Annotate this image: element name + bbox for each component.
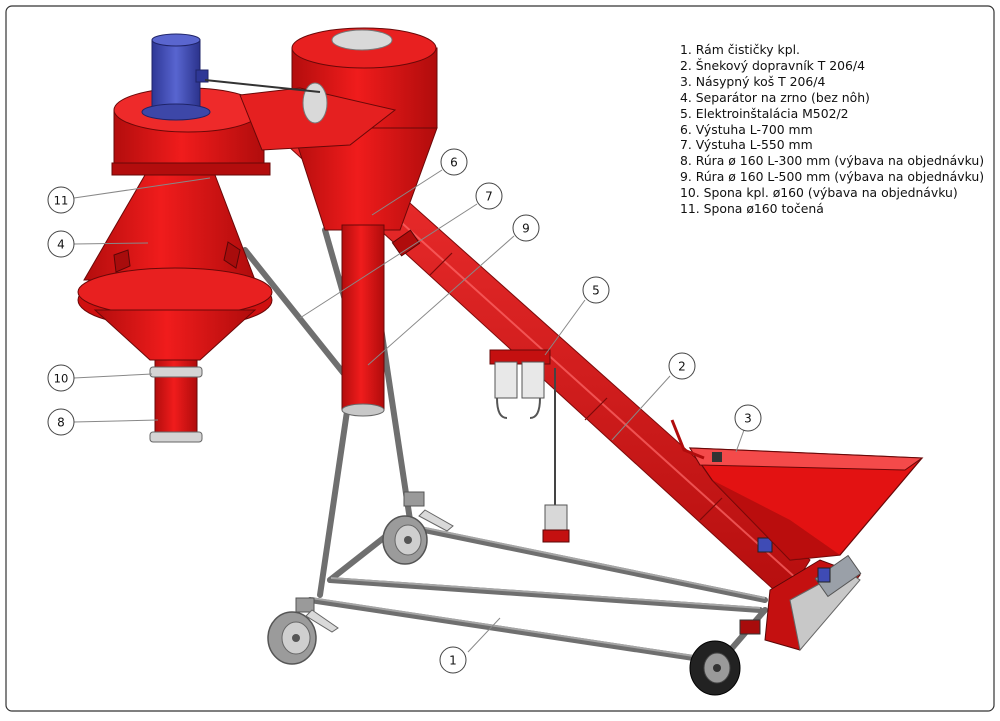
svg-text:10: 10 xyxy=(54,372,69,386)
svg-text:5: 5 xyxy=(592,284,600,298)
page-border xyxy=(5,5,995,712)
callout-8: 8 xyxy=(47,408,159,436)
electrical-installation xyxy=(489,349,570,543)
legend-item: 9. Rúra ø 160 L-500 mm (výbava na objedn… xyxy=(680,169,985,185)
legend-item: 1. Rám čističky kpl. xyxy=(680,42,800,57)
svg-text:4: 4 xyxy=(57,238,65,252)
legend-item: 6. Výstuha L-700 mm xyxy=(680,121,813,137)
callout-6: 6 xyxy=(371,148,468,216)
caster-rear-left xyxy=(382,491,454,565)
callout-11: 11 xyxy=(47,177,211,214)
callout-10: 10 xyxy=(47,364,153,392)
callout-1: 1 xyxy=(439,617,501,674)
svg-text:1: 1 xyxy=(449,654,457,668)
callout-2: 2 xyxy=(611,352,696,441)
legend-item: 11. Spona ø160 točená xyxy=(680,201,824,217)
callout-5: 5 xyxy=(544,276,610,356)
svg-text:2: 2 xyxy=(678,360,686,374)
legend-item: 4. Separátor na zrno (bez nôh) xyxy=(680,89,870,105)
legend-item: 7. Výstuha L-550 mm xyxy=(680,137,813,153)
legend-item: 10. Spona kpl. ø160 (výbava na objednávk… xyxy=(680,185,958,201)
hopper xyxy=(670,419,924,561)
callout-3: 3 xyxy=(734,404,762,453)
legend-item: 5. Elektroinštalácia M502/2 xyxy=(680,105,849,121)
clamps xyxy=(149,366,203,443)
parts-legend: 1. Rám čističky kpl. 2. Šnekový dopravní… xyxy=(680,42,984,217)
caster-front-left xyxy=(267,597,339,665)
svg-text:3: 3 xyxy=(744,412,752,426)
svg-text:8: 8 xyxy=(57,416,65,430)
legend-item: 3. Násypný koš T 206/4 xyxy=(680,73,826,89)
wheel-rear xyxy=(689,640,741,696)
svg-text:9: 9 xyxy=(522,222,530,236)
svg-text:6: 6 xyxy=(450,156,458,170)
separator xyxy=(77,33,397,361)
legend-item: 2. Šnekový dopravník T 206/4 xyxy=(680,57,865,73)
svg-text:11: 11 xyxy=(54,194,69,208)
callout-7: 7 xyxy=(299,182,503,319)
legend-item: 8. Rúra ø 160 L-300 mm (výbava na objedn… xyxy=(680,153,985,169)
svg-text:7: 7 xyxy=(485,190,493,204)
callout-9: 9 xyxy=(367,214,540,366)
callout-4: 4 xyxy=(47,230,149,258)
